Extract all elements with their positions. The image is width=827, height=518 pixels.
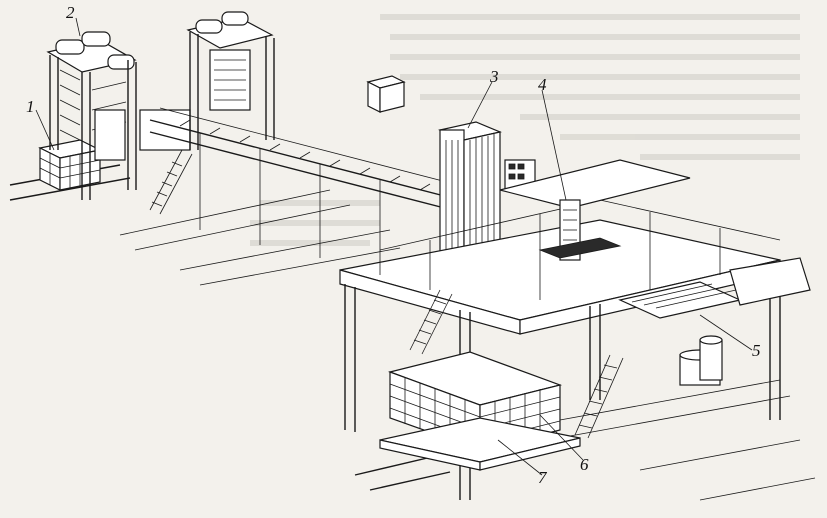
platform-stairs bbox=[409, 289, 453, 355]
upper-small-stack bbox=[366, 75, 406, 113]
bleed-through-lines bbox=[250, 14, 800, 246]
callout-3: 3 bbox=[489, 67, 499, 86]
right-conveyor bbox=[618, 257, 811, 319]
main-conveyor bbox=[149, 107, 471, 258]
output-pallet-cart bbox=[379, 351, 581, 471]
stacker-column bbox=[438, 121, 536, 267]
leader-lines bbox=[35, 17, 753, 476]
left-stairs bbox=[149, 149, 193, 215]
drum-tanks bbox=[679, 335, 723, 386]
right-stairs bbox=[574, 354, 624, 439]
bridge-crane bbox=[499, 159, 691, 261]
callout-6: 6 bbox=[580, 455, 589, 474]
callout-2: 2 bbox=[66, 3, 75, 22]
left-gantry-frame bbox=[46, 31, 191, 200]
second-gantry-frame bbox=[186, 11, 275, 150]
callout-1: 1 bbox=[26, 97, 35, 116]
callout-labels: 1 2 3 4 5 6 7 bbox=[26, 3, 761, 487]
callout-5: 5 bbox=[752, 341, 761, 360]
input-pallet-stack bbox=[38, 139, 102, 191]
callout-4: 4 bbox=[538, 75, 547, 94]
callout-7: 7 bbox=[538, 468, 548, 487]
